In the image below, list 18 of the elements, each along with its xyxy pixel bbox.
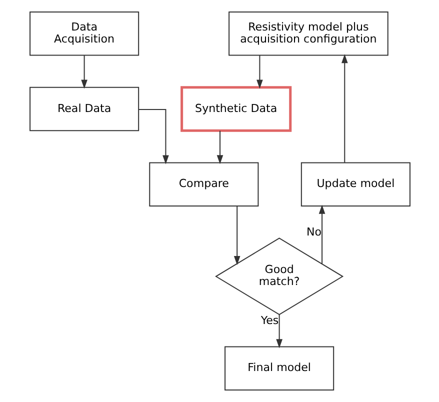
arrow [80, 55, 87, 89]
arrow [233, 206, 240, 266]
arrow [318, 204, 325, 264]
node-box: Resistivity model plus acquisition configuration [228, 12, 388, 56]
node-box: Real Data [29, 86, 139, 132]
node-box: Compare [148, 162, 258, 207]
node-box: Synthetic Data [180, 86, 292, 132]
arrow [138, 109, 168, 164]
edge-label: Yes [260, 314, 278, 327]
node-box: Data Acquisition [29, 12, 139, 56]
node-diamond: Good match? [214, 238, 344, 316]
arrow [256, 55, 262, 89]
node-box: Update model [300, 162, 410, 207]
arrow [276, 314, 282, 348]
node-box: Final model [224, 346, 334, 390]
edge-label: No [306, 225, 321, 238]
arrow [216, 130, 223, 164]
arrow [340, 54, 348, 162]
